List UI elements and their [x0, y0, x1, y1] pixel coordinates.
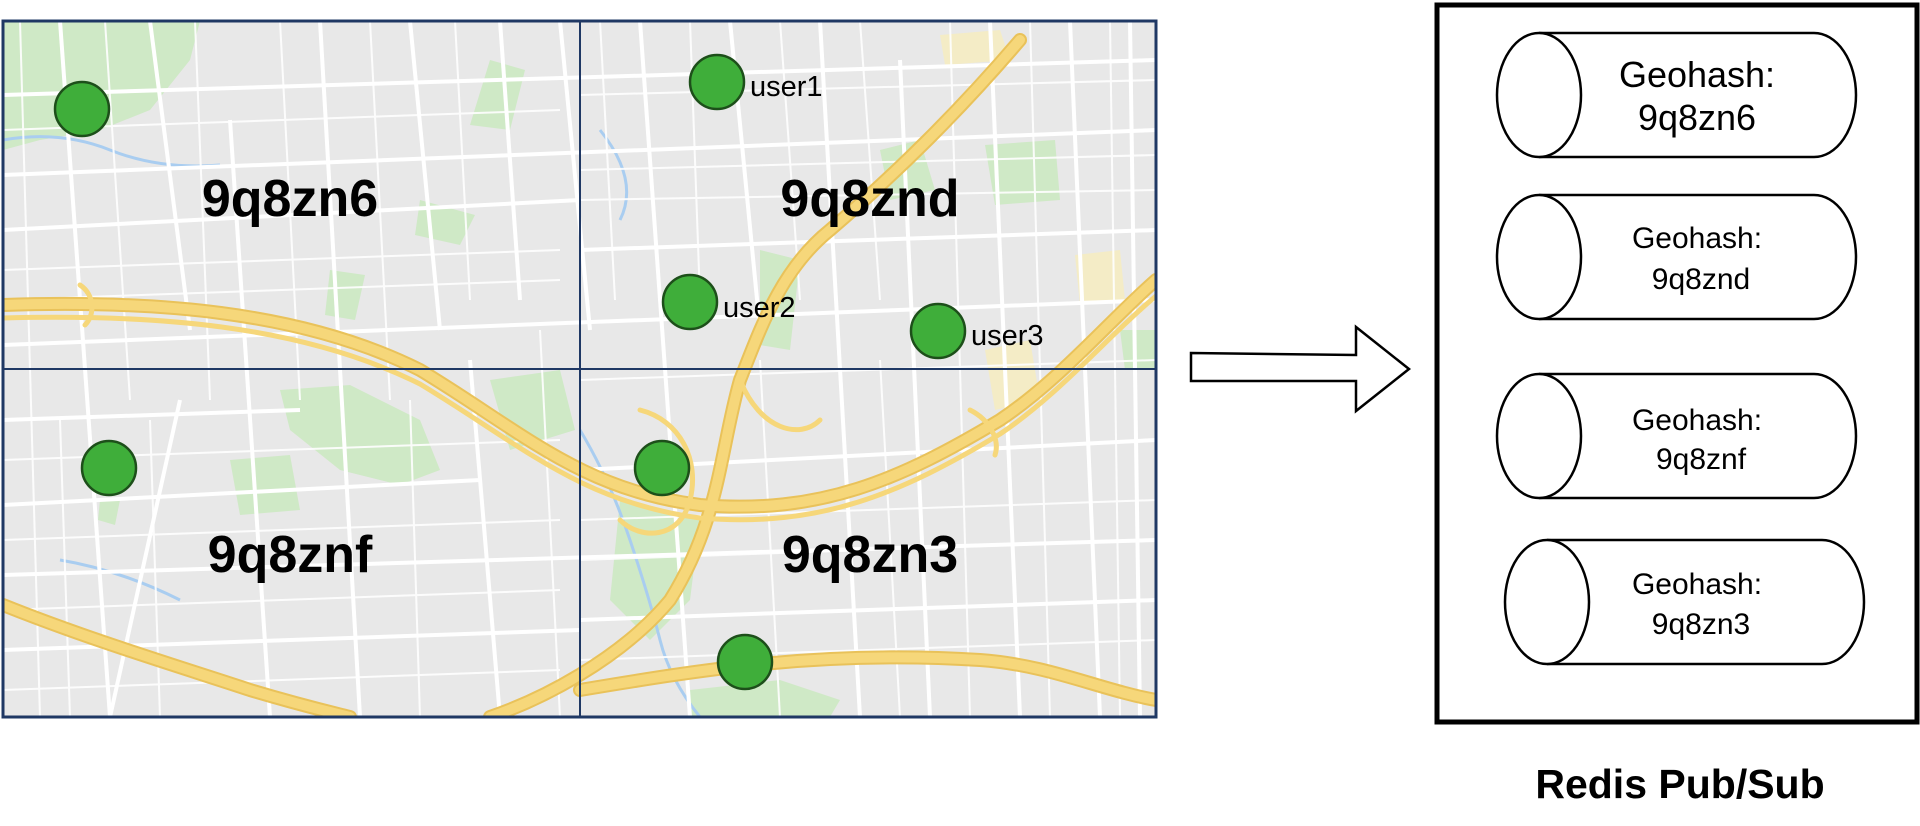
- channel-geohash: 9q8znf: [1656, 443, 1747, 476]
- user-location-marker: [82, 441, 136, 495]
- channel-cylinder: Geohash: 9q8znf: [1497, 374, 1856, 498]
- channel-cylinder: Geohash: 9q8zn6: [1497, 33, 1856, 157]
- user-location-marker: [55, 82, 109, 136]
- user-location-marker: [635, 441, 689, 495]
- channel-prefix: Geohash:: [1632, 568, 1762, 601]
- cylinder-icon: [1497, 33, 1581, 157]
- geohash-cell-label: 9q8zn6: [202, 170, 378, 228]
- user-location-marker: [718, 635, 772, 689]
- channel-geohash: 9q8zn3: [1652, 608, 1750, 641]
- user-label: user3: [971, 320, 1044, 352]
- channel-prefix: Geohash:: [1632, 222, 1762, 255]
- user-location-marker: [690, 55, 744, 109]
- channel-cylinder: Geohash: 9q8znd: [1497, 195, 1856, 319]
- channel-prefix: Geohash:: [1632, 404, 1762, 437]
- user-label: user1: [750, 71, 823, 103]
- redis-pubsub-panel: Geohash: 9q8zn6 Geohash: 9q8znd Geohash:…: [1437, 5, 1917, 807]
- cylinder-icon: [1497, 374, 1581, 498]
- cylinder-icon: [1505, 540, 1589, 664]
- redis-pubsub-title: Redis Pub/Sub: [1535, 761, 1824, 807]
- geohash-cell-label: 9q8znf: [208, 526, 373, 584]
- channel-geohash: 9q8znd: [1652, 263, 1750, 296]
- user-location-marker: [911, 304, 965, 358]
- user-label: user2: [723, 292, 796, 324]
- channel-cylinder: Geohash: 9q8zn3: [1505, 540, 1864, 664]
- geohash-cell-label: 9q8zn3: [782, 526, 958, 584]
- channel-geohash: 9q8zn6: [1638, 97, 1756, 138]
- map-panel: 9q8zn6 9q8znd 9q8znf 9q8zn3 user1 user2 …: [3, 21, 1156, 717]
- geohash-cell-label: 9q8znd: [780, 170, 959, 228]
- cylinder-icon: [1497, 195, 1581, 319]
- channel-prefix: Geohash:: [1619, 54, 1775, 95]
- flow-arrow: [1191, 327, 1409, 411]
- user-location-marker: [663, 275, 717, 329]
